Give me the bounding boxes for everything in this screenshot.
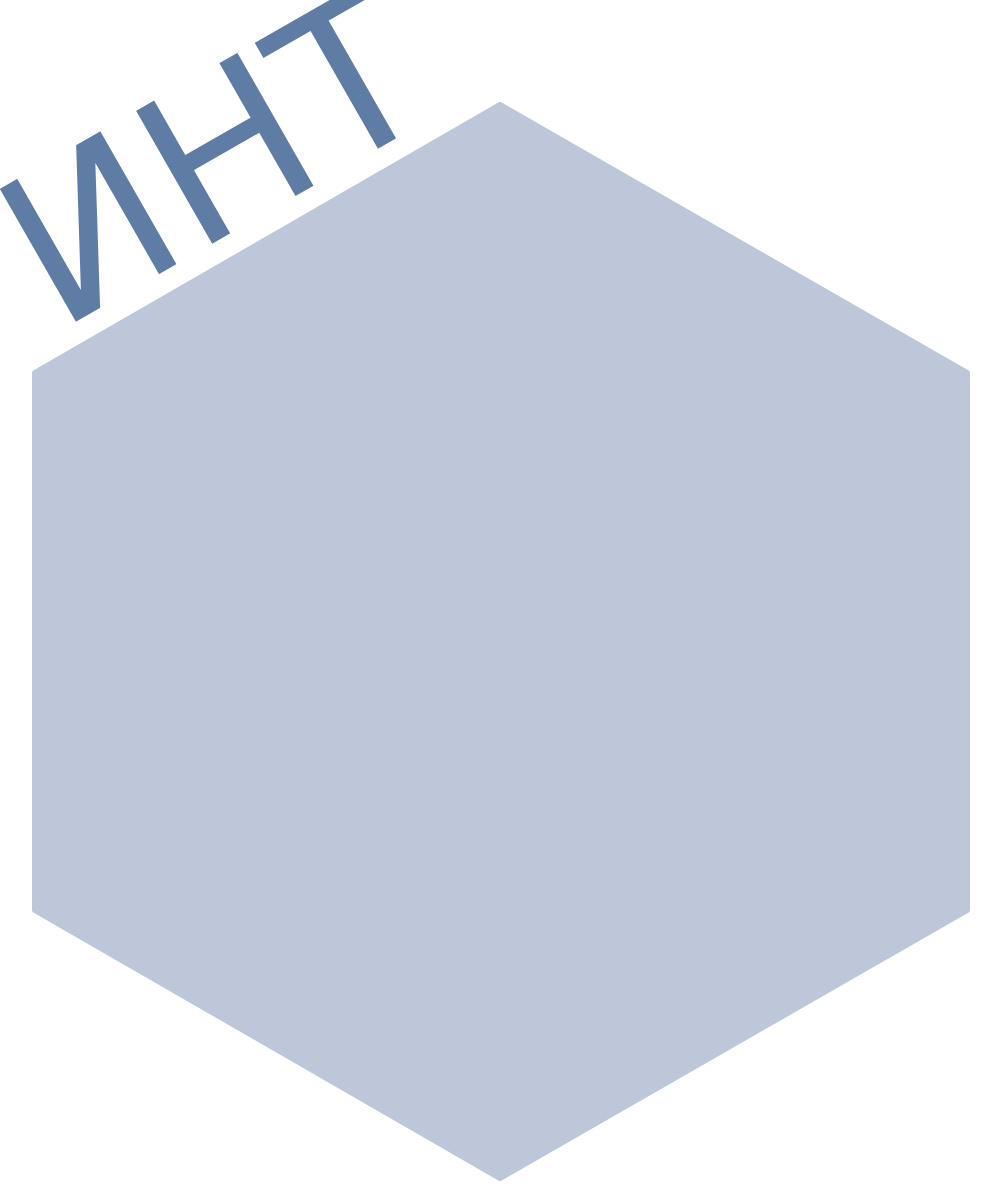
hexagon-shape [32, 102, 970, 1181]
